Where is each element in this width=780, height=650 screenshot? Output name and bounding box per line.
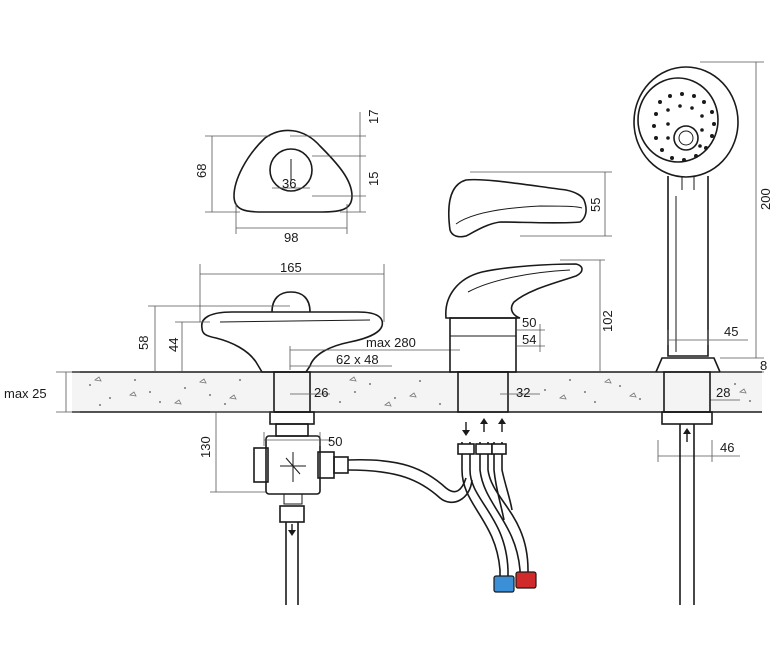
connecting-hose [333,456,473,504]
knob-top-view [233,129,353,213]
dims-valve-knob [148,264,460,372]
granite-marks [94,376,747,407]
label-200: 200 [758,188,773,210]
mixer-shank [457,371,509,413]
dims-shower [657,61,764,462]
cold-connector [493,575,515,593]
dims-mixer [516,259,605,372]
supply-hoses [457,418,529,578]
label-max-25: max 25 [4,386,47,401]
label-46: 46 [720,440,734,455]
hot-connector [515,571,537,589]
label-102: 102 [600,310,615,332]
spout-side-view [448,178,587,238]
dims-spout [470,171,612,237]
label-165: 165 [280,260,302,275]
label-44: 44 [166,338,181,352]
label-max-280: max 280 [366,335,416,350]
granite-speckles [89,379,751,406]
label-15: 15 [366,172,381,186]
shower-hose-guide [661,371,713,605]
dims-knob-top [205,112,366,234]
label-36: 36 [282,176,296,191]
label-32: 32 [516,385,530,400]
label-58: 58 [136,336,151,350]
label-mixer-50: 50 [522,315,536,330]
label-28: 28 [716,385,730,400]
label-62x48: 62 x 48 [336,352,379,367]
label-45: 45 [724,324,738,339]
label-26: 26 [314,385,328,400]
dims-valve-body [210,393,332,493]
label-8: 8 [760,358,767,373]
label-valve-50: 50 [328,434,342,449]
countertop [72,371,762,413]
dims-countertop [56,371,80,413]
label-130: 130 [198,436,213,458]
label-55: 55 [588,198,603,212]
label-mixer-54: 54 [522,332,536,347]
mixer-side-view [445,263,583,373]
valve-outlet-hose [279,505,305,605]
thermostatic-valve-body [253,435,335,505]
valve-knob-side-view [201,291,384,373]
label-68: 68 [194,164,209,178]
hand-shower [633,66,739,373]
label-98: 98 [284,230,298,245]
label-17: 17 [366,110,381,124]
